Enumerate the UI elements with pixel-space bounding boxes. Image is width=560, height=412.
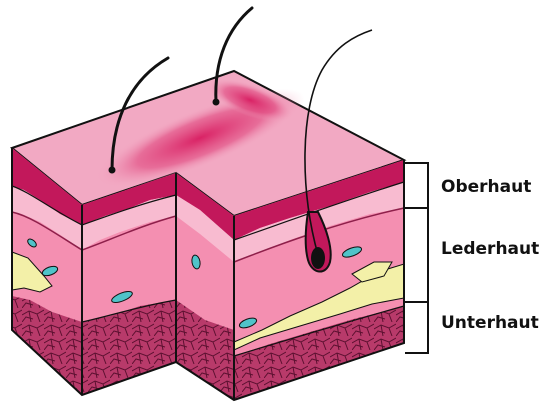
middle-face (82, 173, 176, 395)
bracket-oberhaut (405, 163, 428, 208)
label-unterhaut: Unterhaut (441, 315, 539, 332)
label-lederhaut: Lederhaut (441, 241, 539, 258)
label-oberhaut: Oberhaut (441, 179, 531, 196)
bracket-unterhaut (405, 302, 428, 353)
layer-brackets (405, 163, 428, 353)
hair-root (109, 167, 116, 174)
hair-root (213, 99, 220, 106)
hair-bulb (311, 247, 325, 269)
bracket-lederhaut (405, 208, 428, 302)
